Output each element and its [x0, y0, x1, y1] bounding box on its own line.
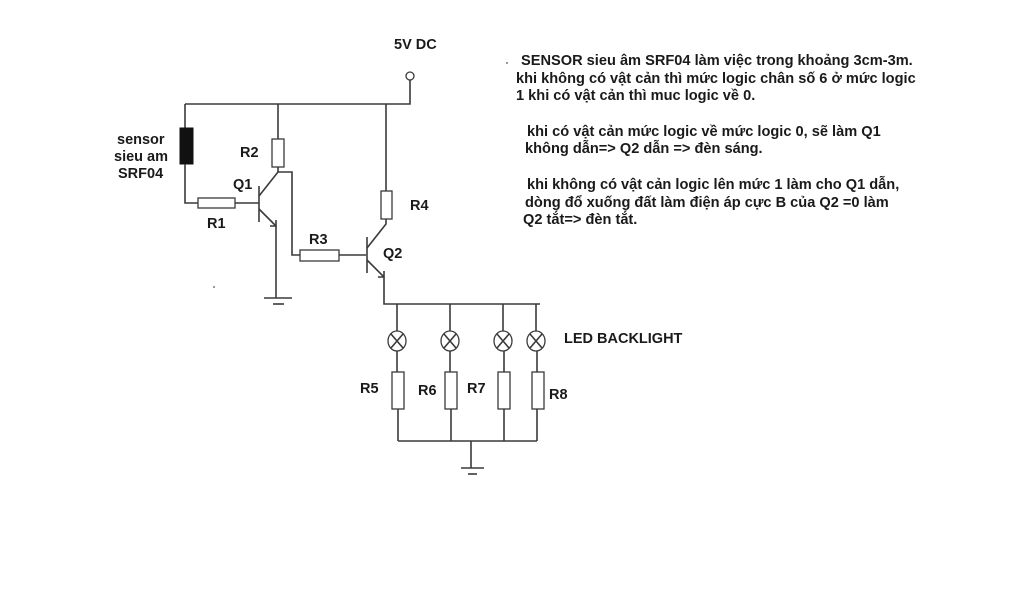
- note-paragraph-3: khi không có vật cản logic lên mức 1 làm…: [523, 176, 1001, 230]
- supply-terminal: [405, 71, 415, 81]
- resistor-r8: [531, 371, 545, 410]
- note-paragraph-2: khi có vật cản mức logic về mức logic 0,…: [525, 123, 1001, 159]
- q1-label: Q1: [233, 177, 252, 193]
- r6-label: R6: [418, 383, 437, 399]
- led-branch-3: [493, 304, 513, 441]
- resistor-r4: [380, 190, 393, 220]
- note-line: khi không có vật cản logic lên mức 1 làm…: [527, 176, 900, 193]
- resistor-r7: [497, 371, 511, 410]
- stray-dot: [213, 286, 215, 288]
- note-line: dòng đổ xuống đất làm điện áp cực B của …: [525, 194, 889, 211]
- supply-label: 5V DC: [394, 37, 437, 53]
- resistor-r5: [391, 371, 405, 410]
- r4-label: R4: [410, 198, 429, 214]
- note-line: khi không có vật cản thì mức logic chân …: [516, 70, 916, 87]
- led-branch-4: [526, 304, 546, 441]
- r2-label: R2: [240, 145, 259, 161]
- q2-label: Q2: [383, 246, 402, 262]
- explanation-notes: SENSOR sieu âm SRF04 làm việc trong khoả…: [516, 53, 1001, 230]
- wire-q2-led-bus: [383, 277, 540, 305]
- lamp-cross: [443, 333, 457, 349]
- note-paragraph-1: SENSOR sieu âm SRF04 làm việc trong khoả…: [516, 53, 1001, 106]
- wire-q1c-r3: [278, 171, 300, 256]
- note-line: 1 khi có vật cản thì muc logic về 0.: [516, 88, 756, 105]
- r8-label: R8: [549, 387, 568, 403]
- resistor-r3: [299, 249, 340, 262]
- q2-collector: [366, 219, 387, 249]
- q1-emitter: [258, 208, 277, 227]
- lamp-cross: [529, 333, 543, 349]
- note-line: không dẫn=> Q2 dẫn => đèn sáng.: [525, 141, 763, 158]
- q1-collector: [258, 167, 279, 197]
- resistor-r1: [197, 197, 236, 209]
- sensor-srf04: [179, 127, 194, 165]
- resistor-r2: [271, 138, 285, 168]
- sensor-label-line1: sensor: [117, 132, 165, 148]
- led-backlight-label: LED BACKLIGHT: [564, 331, 683, 347]
- sensor-label-line3: SRF04: [118, 166, 163, 182]
- note-line: SENSOR sieu âm SRF04 làm việc trong khoả…: [521, 53, 913, 69]
- led-branch-1: [387, 304, 407, 441]
- sensor-label-line2: sieu am: [114, 149, 168, 165]
- r7-label: R7: [467, 381, 486, 397]
- q2-emitter: [366, 259, 385, 278]
- resistor-r6: [444, 371, 458, 410]
- note-line: Q2 tắt=> đèn tắt.: [523, 212, 638, 229]
- r1-label: R1: [207, 216, 226, 232]
- r3-label: R3: [309, 232, 328, 248]
- wire-sensor-r1: [184, 164, 198, 204]
- stray-dot: [506, 62, 508, 64]
- supply-rail: [185, 80, 411, 105]
- led-branch-2: [440, 304, 460, 441]
- lamp-cross: [496, 333, 510, 349]
- note-line: khi có vật cản mức logic về mức logic 0,…: [527, 123, 881, 140]
- r5-label: R5: [360, 381, 379, 397]
- lamp-cross: [390, 333, 404, 349]
